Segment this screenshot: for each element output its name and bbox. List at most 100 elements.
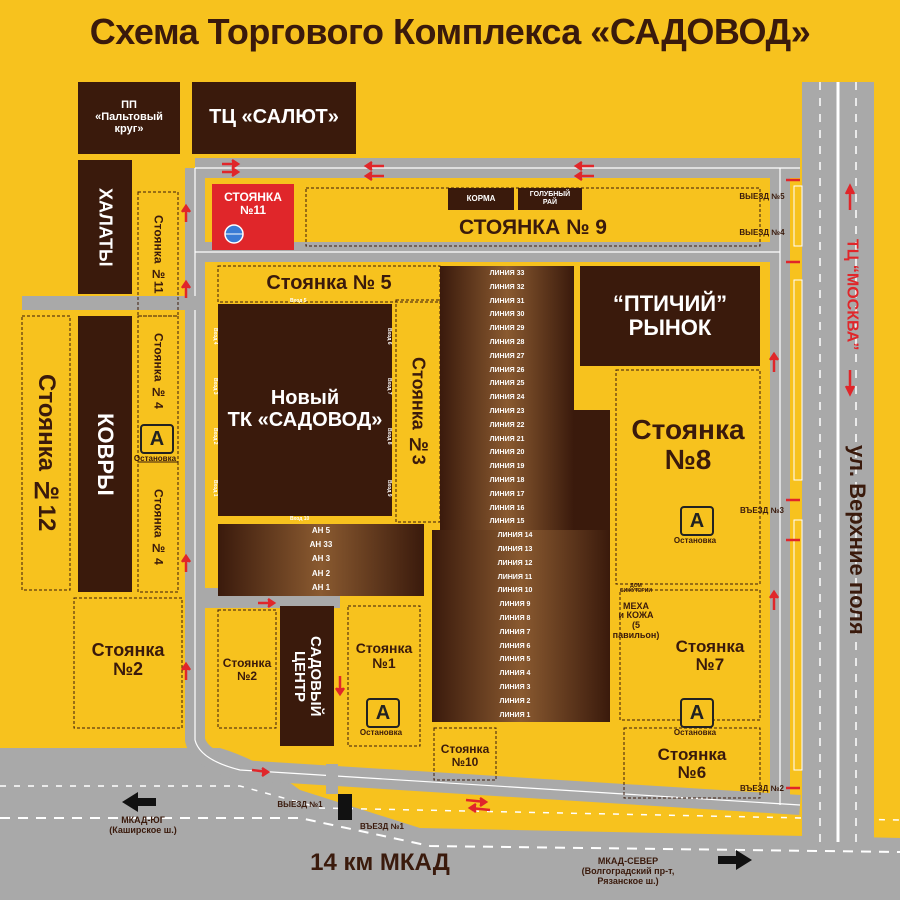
bus-stop-icon: А bbox=[680, 506, 714, 536]
market-line-row: ЛИНИЯ 25 bbox=[489, 380, 525, 388]
gate-8: Вход 8 bbox=[386, 428, 392, 445]
market-line-row: ЛИНИЯ 30 bbox=[489, 311, 525, 319]
road-islands bbox=[793, 185, 803, 771]
parking-11-label: Стоянка №11 bbox=[151, 214, 166, 294]
parking-7-label: Стоянка №7 bbox=[675, 636, 745, 674]
market-line-row: ЛИНИЯ 13 bbox=[497, 546, 533, 553]
parking-2a-label: Стоянка №2 bbox=[91, 639, 165, 679]
gate-2: Вход 2 bbox=[212, 428, 218, 445]
parking-11-red-label: СТОЯНКА №11 bbox=[224, 190, 282, 217]
parking-6-label: Стоянка №6 bbox=[657, 744, 727, 782]
market-line-row: ЛИНИЯ 11 bbox=[497, 573, 533, 581]
ring-road-edge bbox=[194, 167, 801, 806]
parking-2b-label: Стоянка №2 bbox=[222, 656, 272, 683]
ah-row: АН 3 bbox=[311, 554, 331, 564]
market-line-row: ЛИНИЯ 32 bbox=[489, 283, 525, 291]
building-tc-salut: ТЦ «САЛЮТ» bbox=[209, 106, 339, 129]
parking-8-label: Стоянка №8 bbox=[631, 413, 745, 475]
entry-barrier bbox=[338, 794, 352, 820]
market-line-row: ЛИНИЯ 8 bbox=[499, 615, 531, 622]
market-line-row: ЛИНИЯ 10 bbox=[497, 587, 533, 595]
exit-4-label: ВЫЕЗД №4 bbox=[739, 227, 785, 237]
parking-5-label: Стоянка № 5 bbox=[266, 272, 392, 295]
market-line-row: ЛИНИЯ 21 bbox=[489, 435, 525, 443]
mkad-lane-line bbox=[0, 817, 900, 853]
building-kovry: КОВРЫ bbox=[92, 412, 118, 496]
entry-2-label: ВЪЕЗД №2 bbox=[740, 783, 784, 793]
market-line-row: ЛИНИЯ 18 bbox=[489, 477, 525, 484]
building-mekha-kozha: МЕХА и КОЖА (5 павильон) bbox=[612, 600, 660, 640]
market-line-row: ЛИНИЯ 6 bbox=[499, 642, 531, 650]
market-line-row: ЛИНИЯ 26 bbox=[489, 366, 525, 374]
building-dom-bizhuterii: ДОМ БИЖУТЕРИИ bbox=[620, 582, 652, 594]
market-line-row: ЛИНИЯ 19 bbox=[489, 463, 525, 471]
parking-3-label: Стоянка №3 bbox=[408, 357, 429, 465]
market-line-row: ЛИНИЯ 20 bbox=[489, 449, 525, 457]
building-sadovy-centr: САДОВЫЙ ЦЕНТР bbox=[291, 635, 325, 717]
left-spur-road bbox=[22, 296, 202, 310]
mkad-label: 14 км МКАД bbox=[310, 849, 450, 877]
gate-9: Вход 9 bbox=[386, 480, 392, 497]
ah-row: АН 33 bbox=[309, 539, 333, 549]
market-line-row: ЛИНИЯ 17 bbox=[489, 490, 525, 498]
building-korma: КОРМА bbox=[466, 193, 496, 203]
market-line-row: ЛИНИЯ 4 bbox=[499, 670, 531, 678]
market-line-row: ЛИНИЯ 12 bbox=[497, 559, 533, 567]
building-ptichiy-rynok: “ПТИЧИЙ” РЫНОК bbox=[612, 291, 728, 340]
arrow-left-icon bbox=[122, 792, 156, 812]
gate-1: Вход 1 bbox=[212, 480, 218, 497]
market-line-row: ЛИНИЯ 28 bbox=[489, 339, 525, 346]
bus-stop-icon: А bbox=[366, 698, 400, 728]
market-line-row: ЛИНИЯ 1 bbox=[499, 711, 531, 719]
gate-5: Вход 5 bbox=[290, 298, 307, 304]
parking-4b-label: Стоянка № 4 bbox=[151, 489, 166, 565]
exit-1-label: ВЫЕЗД №1 bbox=[277, 799, 323, 809]
mkad-connector bbox=[326, 764, 338, 794]
building-khalaty: ХАЛАТЫ bbox=[95, 187, 116, 267]
market-line-row: ЛИНИЯ 31 bbox=[489, 297, 525, 305]
market-line-row: ЛИНИЯ 9 bbox=[499, 601, 531, 609]
parking-12-label: Стоянка №12 bbox=[32, 374, 60, 532]
mkad-south-label: МКАД-ЮГ (Каширское ш.) bbox=[109, 815, 177, 835]
parking-9-label: СТОЯНКА № 9 bbox=[458, 215, 607, 239]
market-line-row: ЛИНИЯ 24 bbox=[489, 394, 525, 402]
market-line-row: ЛИНИЯ 27 bbox=[489, 352, 525, 360]
bus-stop-label: Остановка bbox=[133, 454, 177, 463]
verkhnie-polya-label: ул. Верхние поля bbox=[844, 445, 870, 635]
market-line-row: ЛИНИЯ 3 bbox=[499, 684, 531, 691]
market-line-row: ЛИНИЯ 2 bbox=[499, 697, 531, 705]
bus-stop-icon: А bbox=[680, 698, 714, 728]
parking-4a-label: Стоянка № 4 bbox=[151, 333, 166, 409]
gate-10: Вход 10 bbox=[290, 516, 310, 522]
buildings-fill bbox=[78, 82, 760, 746]
arrow-right-icon bbox=[718, 850, 752, 870]
mkad-north-label: МКАД-СЕВЕР (Волгоградский пр-т, Рязанско… bbox=[581, 856, 675, 886]
ah-block bbox=[218, 524, 424, 596]
market-line-row: ЛИНИЯ 29 bbox=[489, 325, 525, 333]
map-title: Схема Торгового Комплекса «САДОВОД» bbox=[89, 10, 811, 52]
building-golubny-ray: ГОЛУБНЫЙ РАЙ bbox=[529, 191, 571, 206]
entry-3-label: ВЪЕЗД №3 bbox=[740, 505, 784, 515]
market-line-row: ЛИНИЯ 15 bbox=[489, 518, 525, 526]
bus-stop-icon: А bbox=[140, 424, 174, 454]
gate-3: Вход 3 bbox=[212, 378, 218, 395]
building-novy-tk-sadovod: Новый ТК «САДОВОД» bbox=[227, 387, 383, 431]
building-paltovy-krug: ПП «Пальтовый круг» bbox=[95, 99, 163, 135]
bus-stop-label: Остановка bbox=[359, 728, 403, 737]
traffic-arrows bbox=[180, 158, 856, 814]
market-line-row: ЛИНИЯ 33 bbox=[489, 270, 525, 277]
market-line-row: ЛИНИЯ 16 bbox=[489, 504, 525, 512]
entry-1-label: ВЪЕЗД №1 bbox=[360, 821, 404, 831]
exit-5-label: ВЫЕЗД №5 bbox=[739, 191, 785, 201]
market-line-row: ЛИНИЯ 5 bbox=[499, 656, 531, 664]
ah-row: АН 2 bbox=[311, 568, 331, 578]
gate-4: Вход 4 bbox=[212, 328, 218, 345]
gate-6: Вход 6 bbox=[386, 328, 392, 345]
bus-stop-label: Остановка bbox=[673, 728, 717, 737]
mkad-lane-line-2 bbox=[0, 785, 900, 821]
mkad-arrows bbox=[122, 792, 752, 870]
market-line-row: ЛИНИЯ 14 bbox=[497, 532, 533, 540]
market-line-row: ЛИНИЯ 22 bbox=[489, 421, 525, 429]
